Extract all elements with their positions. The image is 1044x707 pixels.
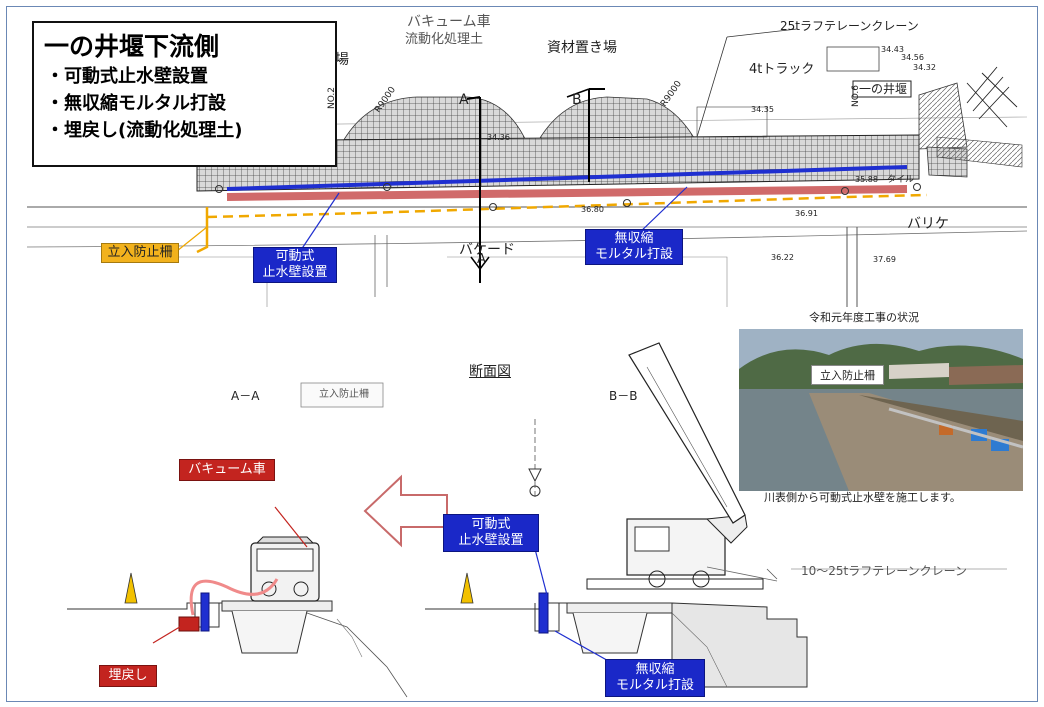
- plan-truck-4t: 4tトラック: [749, 62, 815, 77]
- revetment: [671, 602, 808, 688]
- weir-label-box: [852, 80, 912, 98]
- movable-wall-bb: [538, 592, 549, 634]
- fence-flag-bb: [460, 572, 474, 604]
- plan-ichinoi-weir: 一の井堰: [859, 82, 908, 96]
- movable-wall-line: [226, 165, 908, 191]
- section-title: 断面図: [469, 364, 511, 380]
- section-bb-label: B－B: [609, 389, 638, 403]
- plan-level-5: 34.32: [913, 63, 936, 72]
- photo-caption-top: 令和元年度工事の状況: [809, 311, 919, 324]
- plan-no2: NO.2: [327, 86, 338, 110]
- backfill-line: [226, 185, 908, 201]
- plan-no6: NO.6: [851, 84, 862, 108]
- callout-mortar-plan: 無収縮 モルタル打設: [585, 229, 683, 265]
- section-crane-range: 10～25tラフテレーンクレーン: [801, 564, 968, 578]
- fence-flag-aa: [124, 572, 138, 604]
- plan-section-b: B: [572, 92, 582, 108]
- plan-crane-25t: 25tラフテレーンクレーン: [780, 19, 919, 33]
- section-aa: [67, 382, 448, 698]
- plan-level-6: 35.88: [855, 175, 878, 184]
- plan-level-3: 34.43: [881, 45, 904, 54]
- crane-boom: [628, 342, 746, 524]
- plan-tile: タイル: [887, 175, 915, 185]
- plan-section-a-bottom: A: [477, 252, 486, 267]
- section-aa-label: A－A: [231, 389, 260, 403]
- title-box: 一の井堰下流側 ・可動式止水壁設置 ・無収縮モルタル打設 ・埋戻し(流動化処理土…: [32, 21, 337, 167]
- plan-barricade-right: バリケ: [907, 216, 949, 232]
- main-title: 一の井堰下流側: [44, 32, 220, 61]
- plan-barricade: バケード: [459, 242, 515, 258]
- plan-and-section-drawing: [26, 28, 1028, 698]
- plan-level-8: 36.91: [795, 209, 818, 218]
- photo-fence-label: 立入防止柵: [811, 365, 884, 385]
- callout-backfill: 埋戻し: [99, 665, 157, 687]
- movable-wall-aa: [200, 592, 210, 632]
- title-bullet-3: ・埋戻し(流動化処理土): [46, 120, 243, 141]
- plan-level-1: 34.35: [751, 105, 774, 114]
- section-line-b: [588, 88, 605, 182]
- section-bb: [425, 342, 1007, 688]
- plan-level-9: 37.69: [873, 255, 896, 264]
- plan-level-7: 36.80: [581, 205, 604, 214]
- title-bullet-1: ・可動式止水壁設置: [46, 66, 208, 87]
- plan-material-yard: 資材置き場: [547, 40, 617, 56]
- plan-fluidized-soil: 流動化処理土: [405, 32, 484, 47]
- soil-mound-right: [536, 96, 698, 144]
- plan-level-2: 34.36: [487, 133, 510, 142]
- plan-section-a: A: [459, 92, 469, 108]
- photo-caption-bottom: 川表側から可動式止水壁を施工します。: [764, 491, 961, 504]
- backfill-fill-aa: [178, 616, 200, 632]
- plan-yard-partial: 場: [335, 52, 349, 68]
- callout-movable-wall-section: 可動式 止水壁設置: [443, 514, 539, 552]
- work-area-hatch: [196, 134, 920, 192]
- title-bullet-2: ・無収縮モルタル打設: [46, 93, 226, 114]
- drawing-sheet: 一の井堰下流側 ・可動式止水壁設置 ・無収縮モルタル打設 ・埋戻し(流動化処理土…: [6, 6, 1038, 702]
- callout-movable-wall-plan: 可動式 止水壁設置: [253, 247, 337, 283]
- site-photo-image: [739, 329, 1023, 491]
- plan-vacuum-truck: バキューム車: [407, 14, 491, 30]
- callout-vacuum-truck: バキューム車: [179, 459, 275, 481]
- entry-fence-line: [206, 193, 928, 219]
- site-photo: 立入防止柵: [739, 329, 1023, 491]
- direction-arrow: [363, 474, 448, 548]
- section-fence-tag: 立入防止柵: [319, 389, 369, 400]
- plan-level-4: 34.56: [901, 53, 924, 62]
- callout-entry-fence: 立入防止柵: [101, 243, 179, 263]
- callout-mortar-section: 無収縮 モルタル打設: [605, 659, 705, 697]
- plan-view: [26, 28, 1028, 307]
- plan-level-10: 36.22: [771, 253, 794, 262]
